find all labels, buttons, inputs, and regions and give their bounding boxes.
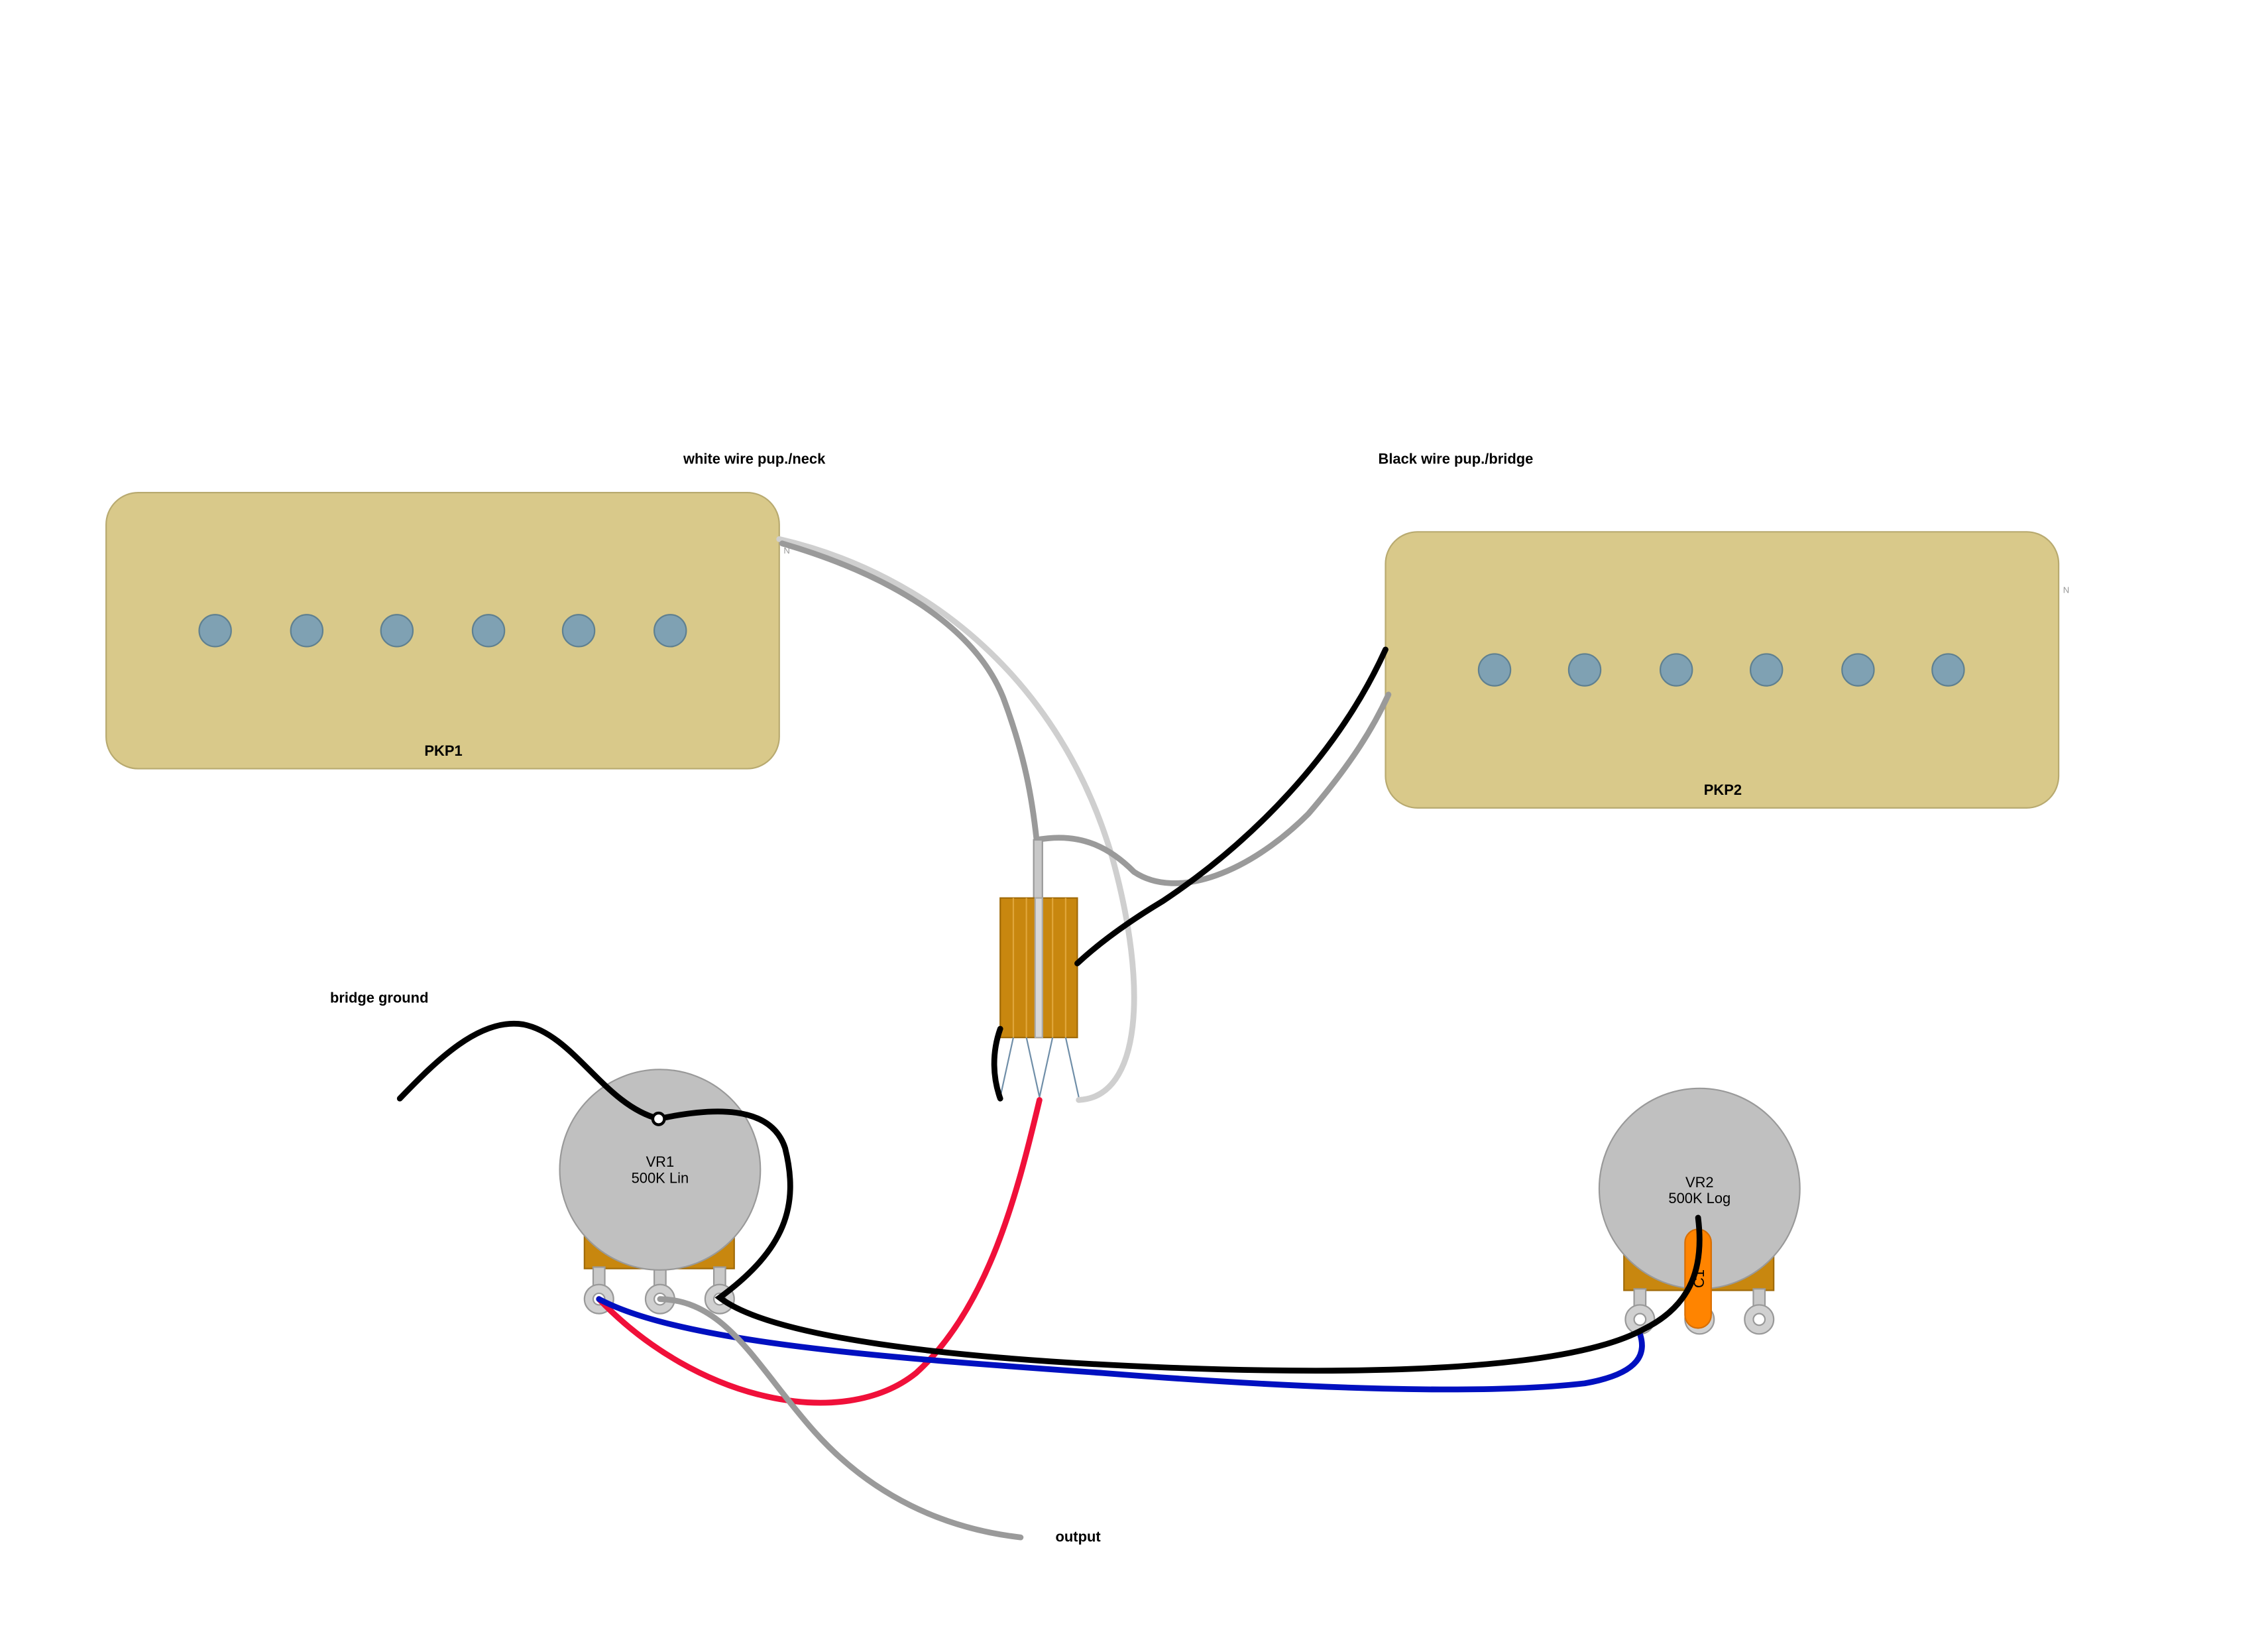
pole-piece — [1841, 653, 1875, 687]
bridge-ground-black-wire — [396, 1020, 662, 1122]
neck-pickup-lightgray-wire — [776, 536, 1137, 1103]
switch-left-black-wire — [991, 1026, 1003, 1102]
output-gray-wire — [657, 1296, 1024, 1541]
pole-piece — [1931, 653, 1965, 687]
pickup-bridge-poles — [1477, 653, 1965, 687]
pole-piece — [561, 614, 596, 648]
pot-volume-value: 500K Lin — [632, 1169, 689, 1186]
pole-piece — [1477, 653, 1512, 687]
switch-lug-center-left — [1025, 1037, 1041, 1098]
pot-volume-name: VR1 — [646, 1153, 675, 1170]
pole-piece — [653, 614, 687, 648]
pole-piece — [198, 614, 232, 648]
switch-lug-center-right — [1039, 1037, 1054, 1098]
bridge-pickup-black-wire — [1074, 646, 1389, 967]
neck-to-bridge-gray-wire — [779, 540, 1040, 843]
toggle-switch — [999, 839, 1080, 1098]
output-label: output — [1056, 1529, 1102, 1545]
pot-tone-name: VR2 — [1685, 1174, 1714, 1191]
bridge-ground-label: bridge ground — [330, 990, 429, 1006]
pot-volume-body — [559, 1069, 762, 1271]
pickup-bridge-body — [1385, 531, 2060, 809]
pot-tone: VR2 500K Log — [1598, 1087, 1801, 1335]
pole-piece — [471, 614, 506, 648]
switch-to-volume-red-wire — [596, 1096, 1043, 1406]
pickup-bridge: PKP2 N — [1385, 531, 2070, 809]
bridge-wire-label: Black wire pup./bridge — [1379, 450, 1534, 467]
neck-wire-label: white wire pup./neck — [683, 450, 826, 467]
switch-lever — [1033, 839, 1043, 905]
lug-hole — [1633, 1313, 1647, 1326]
volume-to-tone-blue-wire — [596, 1296, 1645, 1393]
switch-lug-right — [1064, 1037, 1080, 1098]
pickup-bridge-polarity-mark: N — [2063, 585, 2070, 595]
pickup-neck-poles — [198, 614, 687, 648]
ground-return-black-wire — [655, 1108, 1703, 1374]
pickup-neck-body — [105, 492, 780, 770]
lug-hole — [1752, 1313, 1766, 1326]
switch-lug-left — [999, 1037, 1015, 1098]
switch-center-blade — [1034, 897, 1043, 1039]
pot-volume-solder-point — [651, 1111, 666, 1126]
pickup-neck-label: PKP1 — [424, 742, 462, 759]
pot-volume: VR1 500K Lin — [559, 1069, 762, 1315]
pole-piece — [1659, 653, 1693, 687]
pole-piece — [380, 614, 414, 648]
pole-piece — [1567, 653, 1602, 687]
pole-piece — [1749, 653, 1784, 687]
pot-tone-value: 500K Log — [1668, 1190, 1730, 1206]
switch-to-bridge-gray-wire — [1033, 691, 1392, 886]
pole-piece — [290, 614, 324, 648]
pickup-bridge-label: PKP2 — [1704, 782, 1742, 798]
pickup-neck-polarity-mark: N — [783, 546, 790, 556]
pickup-neck: PKP1 N — [105, 492, 790, 770]
